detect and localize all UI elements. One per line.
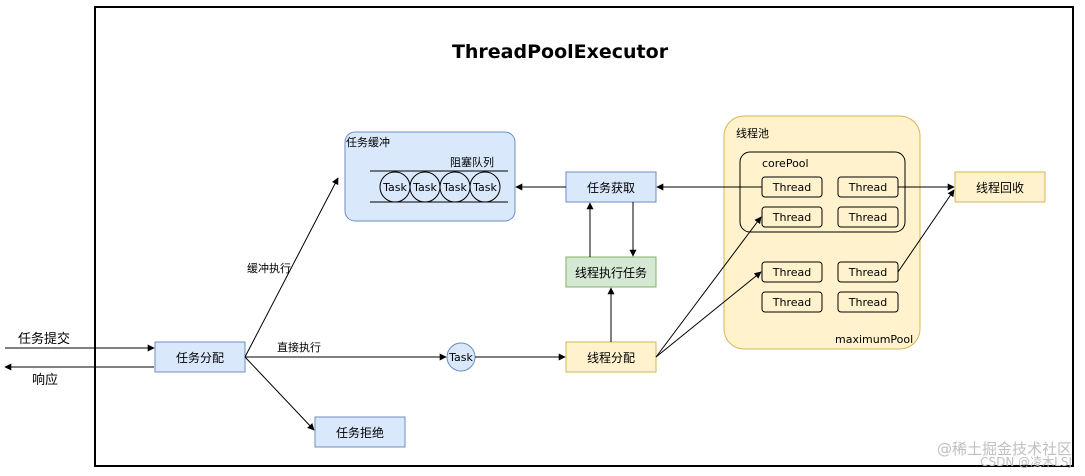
thread-1: Thread	[761, 176, 823, 198]
thread-label: Thread	[848, 266, 887, 279]
thread-label: Thread	[772, 181, 811, 194]
queue-task-label: Task	[472, 181, 497, 194]
thread-7: Thread	[761, 291, 823, 313]
watermark-juejin: @稀土掘金技术社区	[937, 440, 1072, 458]
submit-label: 任务提交	[18, 331, 70, 347]
reject-arrow	[244, 356, 315, 431]
task-dispatch-label: 任务分配	[176, 350, 224, 365]
task-dispatch-box	[154, 341, 246, 373]
thread-label: Thread	[772, 266, 811, 279]
thread-2: Thread	[837, 176, 899, 198]
thread-recycle-box	[954, 171, 1046, 203]
thread-label: Thread	[848, 181, 887, 194]
thread-recycle-label: 线程回收	[976, 180, 1024, 195]
queue-task-label: Task	[382, 181, 407, 194]
thread-8: Thread	[837, 291, 899, 313]
task-reject-label: 任务拒绝	[336, 425, 384, 440]
watermark-csdn: CSDN @凌木LSJ	[980, 455, 1072, 469]
queue-task-3: Task	[439, 171, 471, 203]
queue-task-4: Task	[469, 171, 501, 203]
buffer-exec-label: 缓冲执行	[247, 261, 291, 275]
thread-3: Thread	[761, 206, 823, 228]
thread-execute-label: 线程执行任务	[575, 265, 647, 280]
executor-frame	[94, 6, 1074, 467]
thread-label: Thread	[772, 211, 811, 224]
blocking-queue-label: 阻塞队列	[450, 155, 494, 169]
thread-execute-box	[565, 256, 657, 288]
direct-task-label: Task	[448, 351, 473, 364]
thread-alloc-label: 线程分配	[587, 350, 635, 365]
thread-5: Thread	[761, 261, 823, 283]
task-reject-box	[314, 416, 406, 448]
buffer-exec-arrow	[244, 177, 339, 358]
thread-label: Thread	[772, 296, 811, 309]
diagram-title: ThreadPoolExecutor	[452, 41, 669, 63]
direct-exec-label: 直接执行	[277, 340, 321, 354]
queue-task-label: Task	[412, 181, 437, 194]
thread-label: Thread	[848, 296, 887, 309]
thread-6-to-recycle-arrow	[897, 189, 955, 273]
thread-label: Thread	[848, 211, 887, 224]
core-pool-label: corePool	[762, 157, 809, 170]
queue-task-label: Task	[442, 181, 467, 194]
task-fetch-label: 任务获取	[587, 180, 635, 195]
thread-4: Thread	[837, 206, 899, 228]
maximum-pool-label: maximumPool	[835, 333, 913, 346]
alloc-to-thread-3-arrow	[655, 216, 762, 358]
core-pool-group	[739, 151, 906, 233]
alloc-to-thread-5-arrow	[655, 271, 762, 358]
task-fetch-box	[565, 171, 657, 203]
thread-6: Thread	[837, 261, 899, 283]
thread-pool-label: 线程池	[736, 126, 769, 140]
response-label: 响应	[32, 372, 58, 388]
queue-task-2: Task	[409, 171, 441, 203]
task-buffer-label: 任务缓冲	[346, 135, 390, 149]
queue-task-1: Task	[379, 171, 411, 203]
